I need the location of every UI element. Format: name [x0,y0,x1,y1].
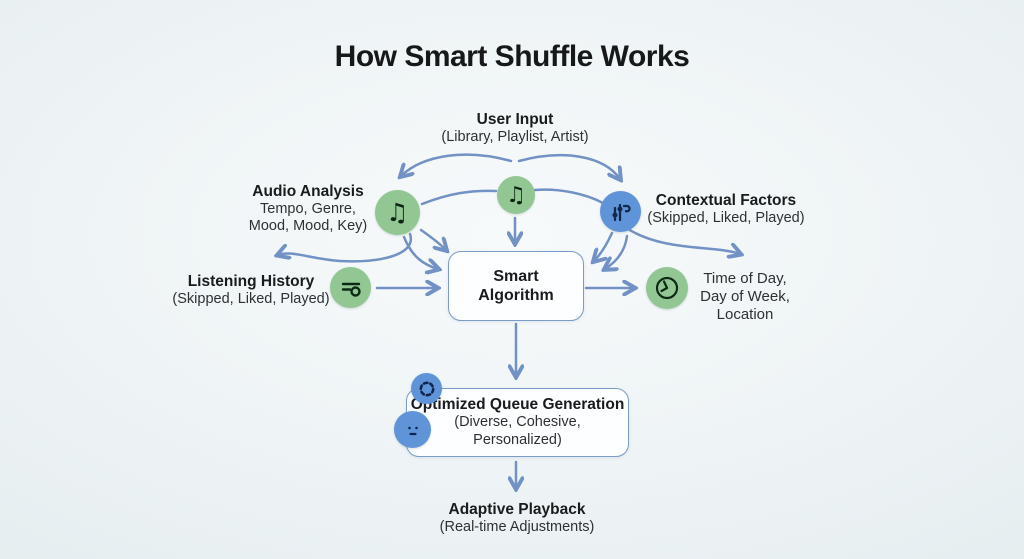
listening-history-title: Listening History [187,273,315,290]
contextual-factors-subtitle: (Skipped, Liked, Played) [647,209,805,226]
optimized-queue-line1: (Diverse, Cohesive, [454,414,581,431]
optimized-queue-line2: Personalized) [473,431,562,448]
audio-analysis-badge: ♫ [375,190,420,235]
arrow-contextual-to-time-of-day [626,227,740,254]
optimized-queue-title: Optimized Queue Generation [410,395,625,413]
arrow-audio-to-algorithm-lower [402,235,438,269]
page-title: How Smart Shuffle Works [334,40,690,73]
context-details-line3: Location [716,306,774,323]
user-input-subtitle: (Library, Playlist, Artist) [441,128,589,145]
connector-center-icon-to-contextual [533,188,605,205]
node-adaptive-playback: Adaptive Playback (Real-time Adjustments… [406,501,628,536]
listening-history-subtitle: (Skipped, Liked, Played) [172,290,330,307]
node-listening-history: Listening History (Skipped, Liked, Playe… [160,273,342,308]
smart-algorithm-box: Smart Algorithm [448,251,584,321]
face-icon [407,426,418,435]
adaptive-playback-title: Adaptive Playback [448,501,586,518]
queue-refresh-badge [411,373,442,404]
queue-personalize-badge [394,411,431,448]
arrow-contextual-to-algorithm-upper [594,231,614,261]
sliders-icon [611,203,631,221]
smart-algorithm-line2: Algorithm [478,287,554,304]
music-note-icon: ♫ [506,182,526,208]
dashed-circle-icon [419,381,434,396]
contextual-factors-title: Contextual Factors [655,192,797,209]
context-details-line1: Time of Day, [703,270,787,287]
connector-audio-to-center-icon [420,189,498,206]
adaptive-playback-subtitle: (Real-time Adjustments) [439,518,595,535]
audio-analysis-title: Audio Analysis [252,183,364,200]
arrow-audio-to-listening-history [278,232,413,263]
node-contextual-factors: Contextual Factors (Skipped, Liked, Play… [640,192,812,227]
arrow-user-input-to-audio-analysis [401,153,513,176]
listening-history-badge [330,267,371,308]
contextual-factors-badge [600,191,641,232]
context-details-line2: Day of Week, [700,288,790,305]
audio-analysis-line2: Mood, Mood, Key) [248,218,368,235]
music-note-icon: ♫ [386,198,409,227]
optimized-queue-box: Optimized Queue Generation (Diverse, Coh… [406,388,629,457]
central-input-badge: ♫ [497,176,535,214]
user-input-title: User Input [476,111,554,128]
node-context-details: Time of Day, Day of Week, Location [688,270,802,324]
audio-analysis-line1: Tempo, Genre, [260,200,356,217]
playlist-icon [341,282,361,297]
arrow-audio-to-algorithm-upper [419,228,446,250]
context-details-badge [646,267,688,309]
smart-algorithm-line1: Smart [493,267,539,285]
node-user-input: User Input (Library, Playlist, Artist) [404,111,626,146]
arrow-user-input-to-contextual [517,154,620,179]
arrow-contextual-to-algorithm-lower [605,234,629,269]
node-audio-analysis: Audio Analysis Tempo, Genre, Mood, Mood,… [228,183,388,236]
clock-icon [655,276,679,300]
